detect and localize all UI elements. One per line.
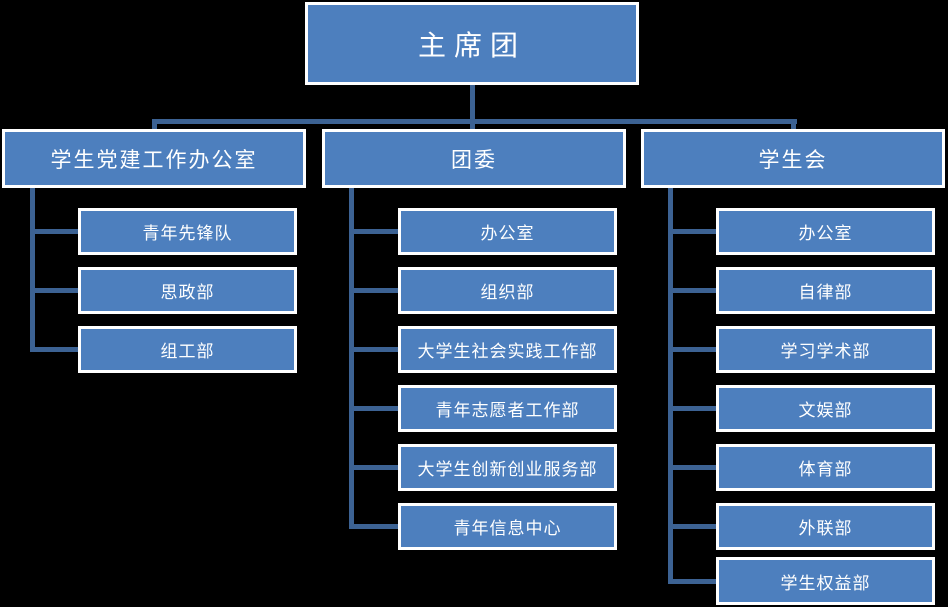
- connector-tick-branch-1-child-3: [30, 347, 78, 352]
- node-branch-1-child-3: 组工部: [78, 326, 297, 373]
- node-branch-2-child-4: 青年志愿者工作部: [398, 385, 617, 432]
- node-branch-3-child-6: 外联部: [716, 503, 935, 550]
- connector-top-horizontal: [152, 119, 797, 124]
- node-branch-1: 学生党建工作办公室: [2, 129, 306, 188]
- connector-tick-branch-2-child-2: [349, 288, 398, 293]
- node-branch-3-child-3: 学习学术部: [716, 326, 935, 373]
- node-branch-2-child-6: 青年信息中心: [398, 503, 617, 550]
- node-branch-1-child-2: 思政部: [78, 267, 297, 314]
- connector-tick-branch-2-child-6: [349, 524, 398, 529]
- connector-tick-branch-3-child-6: [668, 524, 716, 529]
- connector-tick-branch-2-child-5: [349, 465, 398, 470]
- node-branch-3-child-5: 体育部: [716, 444, 935, 491]
- node-branch-2-child-2: 组织部: [398, 267, 617, 314]
- node-branch-2-child-3: 大学生社会实践工作部: [398, 326, 617, 373]
- connector-rail-branch-2: [349, 187, 354, 529]
- connector-tick-branch-1-child-1: [30, 229, 78, 234]
- node-branch-1-child-1: 青年先锋队: [78, 208, 297, 255]
- connector-root-stem: [470, 84, 475, 122]
- connector-tick-branch-3-child-1: [668, 229, 716, 234]
- node-branch-3-child-2: 自律部: [716, 267, 935, 314]
- connector-drop-branch-1: [152, 122, 157, 131]
- connector-rail-branch-1: [30, 187, 35, 352]
- connector-tick-branch-3-child-2: [668, 288, 716, 293]
- node-branch-2-child-1: 办公室: [398, 208, 617, 255]
- connector-tick-branch-3-child-3: [668, 347, 716, 352]
- connector-tick-branch-3-child-5: [668, 465, 716, 470]
- connector-drop-branch-2: [470, 122, 475, 131]
- connector-tick-branch-3-child-7: [668, 579, 716, 584]
- connector-tick-branch-2-child-1: [349, 229, 398, 234]
- connector-tick-branch-1-child-2: [30, 288, 78, 293]
- node-branch-3-child-4: 文娱部: [716, 385, 935, 432]
- node-branch-3-child-7: 学生权益部: [716, 557, 935, 605]
- node-branch-3: 学生会: [641, 129, 945, 188]
- connector-drop-branch-3: [791, 122, 796, 131]
- connector-tick-branch-2-child-3: [349, 347, 398, 352]
- node-branch-2: 团委: [322, 129, 626, 188]
- connector-tick-branch-2-child-4: [349, 406, 398, 411]
- node-branch-3-child-1: 办公室: [716, 208, 935, 255]
- node-root: 主席团: [305, 2, 639, 85]
- connector-tick-branch-3-child-4: [668, 406, 716, 411]
- node-branch-2-child-5: 大学生创新创业服务部: [398, 444, 617, 491]
- connector-rail-branch-3: [668, 187, 673, 584]
